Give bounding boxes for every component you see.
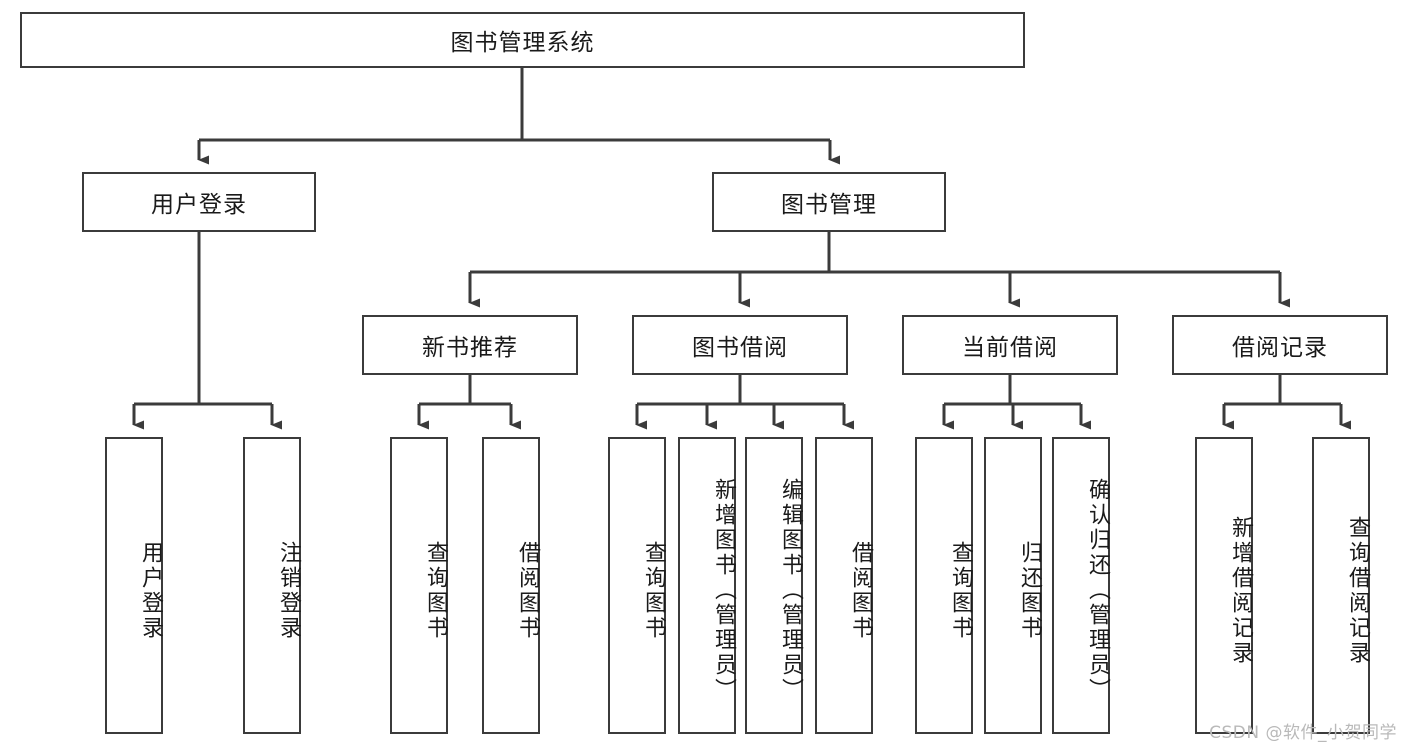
node-label: 新增借阅记录	[1228, 515, 1253, 666]
node-label: 编辑图书（管理员）	[778, 478, 803, 703]
leaf-confirm-return-admin[interactable]: 确认归还（管理员）	[1052, 437, 1110, 734]
node-label: 新增图书（管理员）	[711, 478, 736, 703]
node-label: 确认归还（管理员）	[1085, 478, 1110, 703]
node-label: 查询图书	[948, 540, 973, 641]
node-label: 注销登录	[276, 540, 301, 641]
node-label: 查询图书	[641, 540, 666, 641]
node-label: 图书管理	[781, 192, 877, 218]
leaf-return-book[interactable]: 归还图书	[984, 437, 1042, 734]
node-borrow-record[interactable]: 借阅记录	[1172, 315, 1388, 375]
leaf-query-book-borrow[interactable]: 查询图书	[608, 437, 666, 734]
leaf-user-login[interactable]: 用户登录	[105, 437, 163, 734]
node-new-book-recommend[interactable]: 新书推荐	[362, 315, 578, 375]
node-label: 查询借阅记录	[1345, 515, 1370, 666]
leaf-query-book-newbook[interactable]: 查询图书	[390, 437, 448, 734]
leaf-logout[interactable]: 注销登录	[243, 437, 301, 734]
leaf-query-book-current[interactable]: 查询图书	[915, 437, 973, 734]
node-label: 当前借阅	[962, 335, 1058, 361]
node-label: 借阅图书	[515, 540, 540, 641]
leaf-borrow-book[interactable]: 借阅图书	[815, 437, 873, 734]
leaf-query-borrow-record[interactable]: 查询借阅记录	[1312, 437, 1370, 734]
node-label: 图书管理系统	[450, 30, 595, 56]
node-label: 查询图书	[423, 540, 448, 641]
node-label: 新书推荐	[422, 335, 518, 361]
node-user-login[interactable]: 用户登录	[82, 172, 316, 232]
node-book-borrow[interactable]: 图书借阅	[632, 315, 848, 375]
leaf-borrow-book-newbook[interactable]: 借阅图书	[482, 437, 540, 734]
node-label: 图书借阅	[692, 335, 788, 361]
node-label: 用户登录	[151, 192, 247, 218]
node-book-management[interactable]: 图书管理	[712, 172, 946, 232]
leaf-add-borrow-record[interactable]: 新增借阅记录	[1195, 437, 1253, 734]
leaf-add-book-admin[interactable]: 新增图书（管理员）	[678, 437, 736, 734]
node-root-book-management-system[interactable]: 图书管理系统	[20, 12, 1025, 68]
node-current-borrow[interactable]: 当前借阅	[902, 315, 1118, 375]
node-label: 借阅记录	[1232, 335, 1328, 361]
node-label: 归还图书	[1017, 540, 1042, 641]
node-label: 借阅图书	[848, 540, 873, 641]
node-label: 用户登录	[138, 540, 163, 641]
leaf-edit-book-admin[interactable]: 编辑图书（管理员）	[745, 437, 803, 734]
